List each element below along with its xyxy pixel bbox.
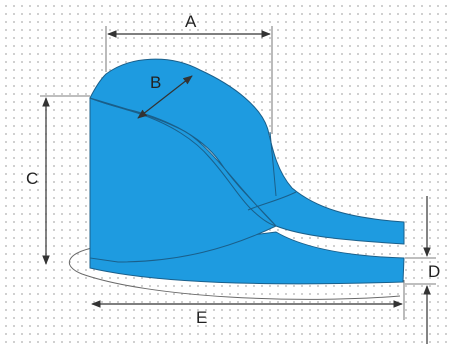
mid-edge [247,191,297,211]
dimension-d-label: D [428,262,440,281]
vertical-edge [269,131,277,197]
dimension-b-line [137,75,193,119]
crest-edge [89,97,277,227]
dimension-e-label: E [196,308,207,327]
lower-tongue [89,231,405,285]
dimension-a-label: A [185,12,197,31]
dimension-b-label: B [150,73,161,92]
dimension-c-label: C [26,169,38,188]
main-body [89,58,405,263]
base-guide-curve [69,247,401,300]
